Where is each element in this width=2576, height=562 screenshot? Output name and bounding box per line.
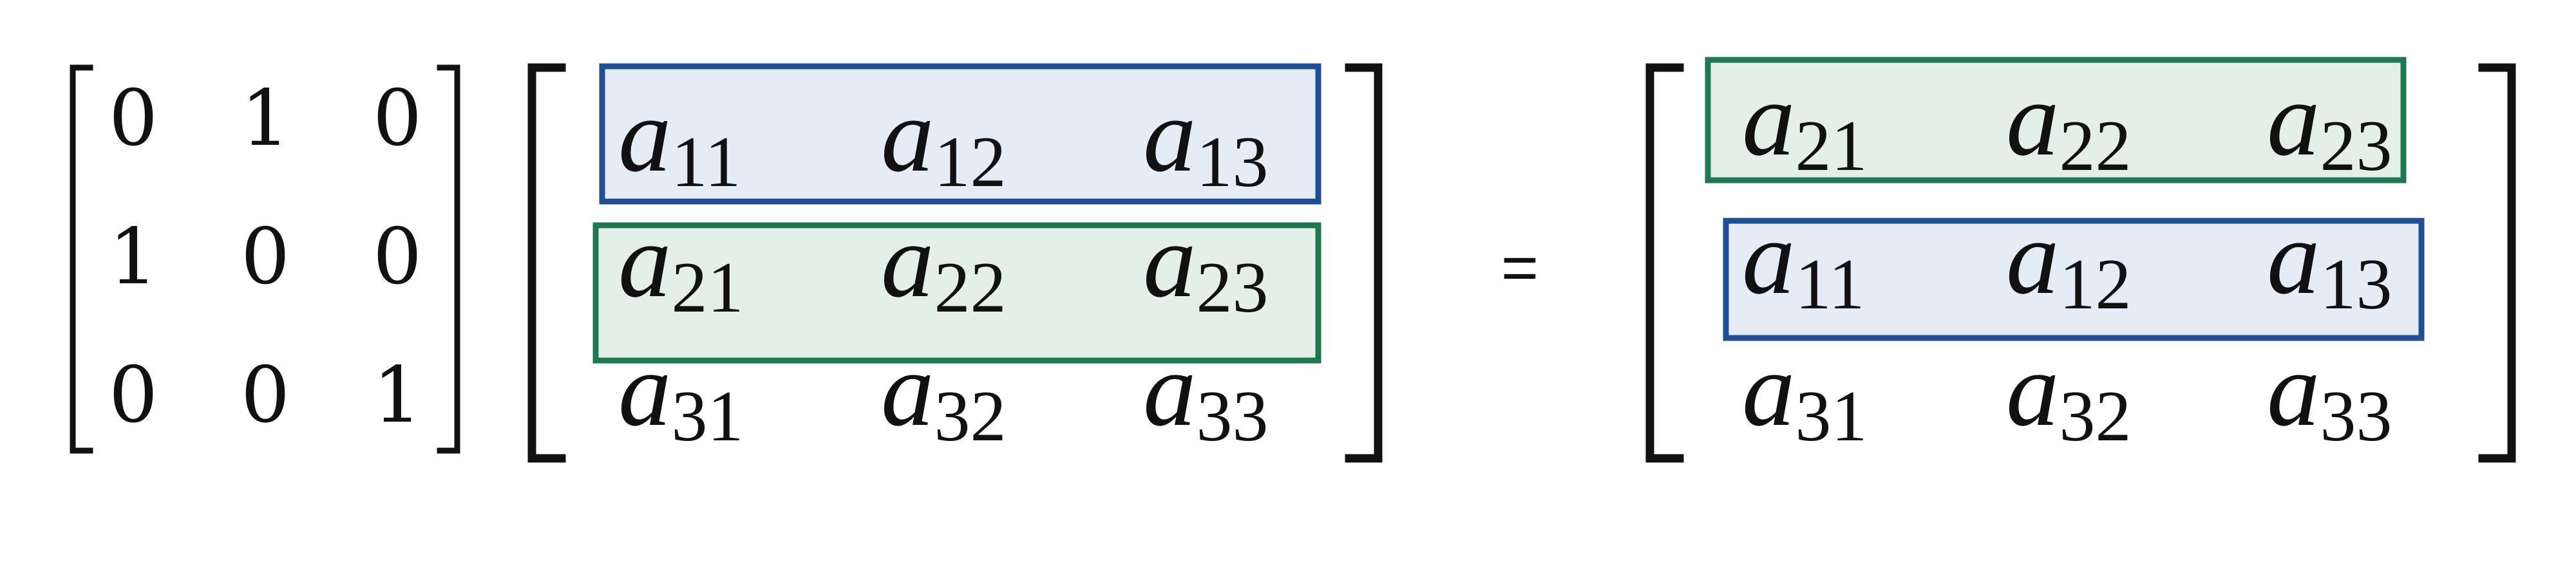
result-matrix: a21 a22 a23 a11 a12 a13 a31 a32 a33 — [1645, 57, 2516, 463]
element-subscript: 23 — [2320, 106, 2392, 186]
result-element-3-1: a31 — [1742, 330, 1868, 456]
element-subscript: 31 — [1795, 377, 1868, 456]
element-subscript: 13 — [2320, 245, 2392, 324]
perm-entry-2-3: 0 — [373, 212, 422, 302]
element-subscript: 33 — [1197, 377, 1269, 456]
perm-entry-3-2: 0 — [241, 351, 290, 440]
element-subscript: 21 — [1795, 106, 1868, 186]
input-element-1-3: a13 — [1143, 76, 1269, 202]
result-left-bracket — [1645, 63, 1684, 463]
element-subscript: 33 — [2320, 377, 2392, 456]
element-base: a — [881, 330, 934, 448]
element-base: a — [618, 76, 672, 194]
element-base: a — [618, 201, 672, 319]
element-base: a — [881, 76, 934, 194]
input-element-2-2: a22 — [881, 201, 1007, 328]
perm-right-bracket — [437, 64, 460, 454]
element-subscript: 31 — [672, 377, 744, 456]
input-right-bracket — [1345, 63, 1383, 463]
result-element-1-2: a22 — [2006, 60, 2132, 186]
input-left-bracket — [527, 63, 566, 463]
element-base: a — [1143, 76, 1197, 194]
perm-left-bracket — [70, 64, 93, 454]
result-element-1-1: a21 — [1742, 60, 1868, 186]
result-element-2-3: a13 — [2267, 198, 2392, 324]
input-matrix: a11 a12 a13 a21 a22 a23 a31 a32 a33 — [527, 63, 1383, 463]
element-base: a — [2006, 60, 2060, 178]
element-base: a — [2006, 198, 2060, 316]
result-element-2-2: a12 — [2006, 198, 2132, 324]
perm-entry-1-3: 0 — [373, 74, 422, 164]
input-row-1-highlight — [599, 63, 1321, 205]
element-base: a — [2006, 330, 2060, 448]
element-subscript: 13 — [1197, 122, 1269, 202]
result-element-2-1: a11 — [1742, 198, 1864, 324]
perm-entry-1-2: 1 — [241, 74, 290, 164]
element-subscript: 32 — [2060, 377, 2132, 456]
input-element-2-3: a23 — [1143, 201, 1269, 328]
element-subscript: 32 — [934, 377, 1007, 456]
element-base: a — [1742, 60, 1795, 178]
input-row-2-highlight — [592, 222, 1321, 364]
input-element-1-2: a12 — [881, 76, 1007, 202]
input-element-3-2: a32 — [881, 330, 1007, 456]
element-subscript: 12 — [2060, 245, 2132, 324]
element-base: a — [1742, 198, 1795, 316]
result-row-1-highlight — [1705, 57, 2407, 183]
perm-entry-3-1: 0 — [109, 351, 158, 440]
element-base: a — [2267, 330, 2320, 448]
element-subscript: 21 — [672, 248, 744, 328]
input-element-3-1: a31 — [618, 330, 744, 456]
element-base: a — [1143, 201, 1197, 319]
permutation-matrix: 0 1 0 1 0 0 0 0 1 — [70, 64, 460, 454]
element-base: a — [2267, 198, 2320, 316]
result-element-3-3: a33 — [2267, 330, 2392, 456]
element-subscript: 23 — [1197, 248, 1269, 328]
perm-entry-2-1: 1 — [109, 212, 158, 302]
element-base: a — [1143, 330, 1197, 448]
result-row-2-highlight — [1723, 218, 2425, 341]
input-element-1-1: a11 — [618, 76, 741, 202]
equals-sign: = — [1501, 232, 1539, 304]
element-subscript: 11 — [672, 122, 741, 202]
element-base: a — [1742, 330, 1795, 448]
input-element-2-1: a21 — [618, 201, 744, 328]
result-element-1-3: a23 — [2267, 60, 2392, 186]
element-subscript: 22 — [934, 248, 1007, 328]
element-subscript: 11 — [1795, 245, 1865, 324]
result-right-bracket — [2478, 63, 2516, 463]
perm-entry-1-1: 0 — [109, 74, 158, 164]
element-base: a — [618, 330, 672, 448]
element-subscript: 12 — [934, 122, 1007, 202]
input-element-3-3: a33 — [1143, 330, 1269, 456]
element-base: a — [2267, 60, 2320, 178]
result-element-3-2: a32 — [2006, 330, 2132, 456]
perm-entry-3-3: 1 — [373, 351, 422, 440]
element-subscript: 22 — [2060, 106, 2132, 186]
perm-entry-2-2: 0 — [241, 212, 290, 302]
element-base: a — [881, 201, 934, 319]
